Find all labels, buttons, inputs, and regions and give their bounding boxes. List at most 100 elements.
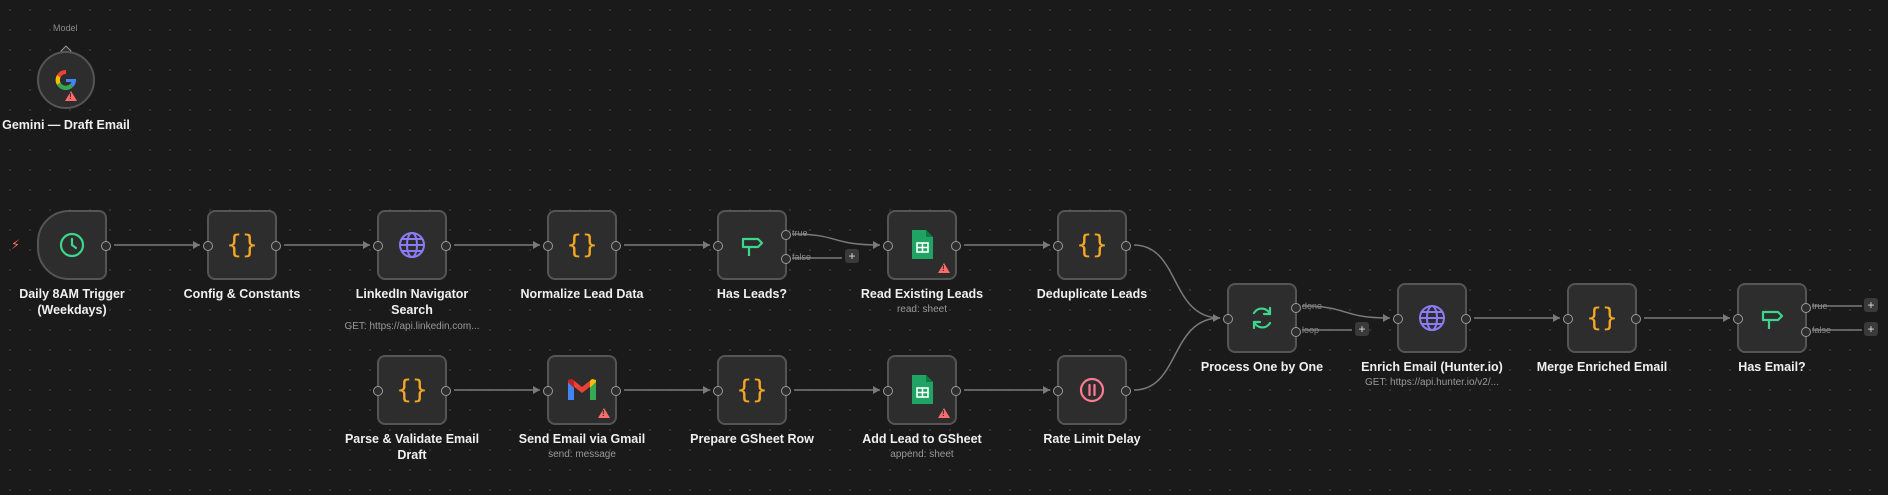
port-in[interactable] <box>373 386 383 396</box>
label-enrich: Enrich Email (Hunter.io) <box>1361 360 1503 374</box>
output-label-false: false <box>1812 325 1832 335</box>
node-add-lead[interactable] <box>883 355 961 425</box>
arrow-hasleads <box>703 241 710 249</box>
label-trigger: Daily 8AM Trigger (Weekdays) <box>19 287 125 317</box>
port-in[interactable] <box>1733 314 1743 324</box>
port-out-true[interactable]: true <box>781 228 808 240</box>
port-out[interactable] <box>1461 314 1471 324</box>
code-braces-icon: {} <box>1076 230 1108 260</box>
arrow-read <box>873 241 880 249</box>
port-out[interactable] <box>951 386 961 396</box>
sublabel-linkedin: GET: https://api.linkedin.com... <box>344 321 480 332</box>
arrow-enrich <box>1383 314 1390 322</box>
globe-icon <box>1419 305 1445 331</box>
port-in[interactable] <box>883 241 893 251</box>
code-braces-icon: {} <box>396 375 428 405</box>
pause-icon <box>1079 377 1105 403</box>
port-out[interactable] <box>781 386 791 396</box>
port-out[interactable] <box>271 241 281 251</box>
node-merge[interactable]: {} <box>1563 283 1641 353</box>
arrow-config <box>193 241 200 249</box>
label-dedupe: Deduplicate Leads <box>1036 287 1148 301</box>
port-in[interactable] <box>203 241 213 251</box>
port-out[interactable] <box>951 241 961 251</box>
sublabel-read-leads: read: sheet <box>896 304 948 315</box>
port-in[interactable] <box>1393 314 1403 324</box>
port-out-false[interactable]: false <box>781 252 811 264</box>
node-process[interactable]: done loop <box>1223 283 1322 353</box>
node-has-email[interactable]: true false <box>1733 283 1831 353</box>
edge-rate-process <box>1133 317 1221 391</box>
add-node-button[interactable]: + <box>1864 298 1878 312</box>
add-node-button[interactable]: + <box>845 249 859 263</box>
sublabel-enrich: GET: https://api.hunter.io/v2/... <box>1365 377 1499 388</box>
port-out[interactable] <box>1631 314 1641 324</box>
port-out[interactable] <box>1121 241 1131 251</box>
code-braces-icon: {} <box>566 230 598 260</box>
node-rate[interactable] <box>1053 355 1131 425</box>
port-in[interactable] <box>1563 314 1573 324</box>
port-out-done[interactable]: done <box>1291 301 1322 313</box>
label-merge: Merge Enriched Email <box>1536 360 1668 374</box>
globe-icon <box>399 232 425 258</box>
node-normalize[interactable]: {} <box>543 210 621 280</box>
code-braces-icon: {} <box>736 375 768 405</box>
loop-icon <box>1252 306 1272 330</box>
node-parse[interactable]: {} <box>373 355 451 425</box>
port-out-false[interactable]: false <box>1801 325 1831 337</box>
add-node-button[interactable]: + <box>1864 322 1878 336</box>
signpost-icon <box>741 237 764 256</box>
label-rate: Rate Limit Delay <box>1043 432 1141 446</box>
edge-dedupe-process <box>1133 244 1221 319</box>
output-label-loop: loop <box>1302 325 1320 335</box>
warning-icon <box>65 91 77 101</box>
port-in[interactable] <box>543 386 553 396</box>
label-normalize: Normalize Lead Data <box>520 287 644 301</box>
warning-icon <box>938 263 950 273</box>
port-out[interactable] <box>611 241 621 251</box>
warning-icon <box>598 408 610 418</box>
port-in[interactable] <box>1053 241 1063 251</box>
port-in[interactable] <box>1223 314 1233 324</box>
node-enrich[interactable] <box>1393 283 1471 353</box>
label-gmail: Send Email via Gmail <box>518 432 646 446</box>
port-out[interactable] <box>441 241 451 251</box>
port-out[interactable] <box>611 386 621 396</box>
sublabel-add-lead: append: sheet <box>890 449 954 460</box>
label-add-lead: Add Lead to GSheet <box>862 432 982 446</box>
node-trigger[interactable] <box>37 210 111 280</box>
port-in[interactable] <box>713 386 723 396</box>
label-read-leads: Read Existing Leads <box>860 287 984 301</box>
node-has-leads[interactable]: true false <box>713 210 811 280</box>
signpost-icon <box>1761 310 1784 329</box>
arrow-hasemail <box>1723 314 1730 322</box>
node-gmail[interactable] <box>543 355 621 425</box>
output-label-done: done <box>1302 301 1323 311</box>
google-sheets-icon <box>912 230 933 259</box>
port-out-loop[interactable]: loop <box>1291 325 1319 337</box>
port-in[interactable] <box>373 241 383 251</box>
node-read-leads[interactable] <box>883 210 961 280</box>
port-in[interactable] <box>883 386 893 396</box>
google-g-icon <box>55 69 77 91</box>
arrow-add <box>873 386 880 394</box>
port-out-true[interactable]: true <box>1801 301 1828 313</box>
label-parse: Parse & Validate Email Draft <box>344 432 480 462</box>
node-prepare[interactable]: {} <box>713 355 791 425</box>
gemini-model-node[interactable] <box>37 51 95 109</box>
port-in[interactable] <box>543 241 553 251</box>
arrow-prepare <box>703 386 710 394</box>
port-in[interactable] <box>713 241 723 251</box>
node-linkedin[interactable] <box>373 210 451 280</box>
model-label: Gemini — Draft Email <box>2 118 130 132</box>
arrow-merge <box>1553 314 1560 322</box>
port-out[interactable] <box>441 386 451 396</box>
port-in[interactable] <box>1053 386 1063 396</box>
node-config[interactable]: {} <box>203 210 281 280</box>
node-dedupe[interactable]: {} <box>1053 210 1131 280</box>
port-out[interactable] <box>1121 386 1131 396</box>
add-node-button[interactable]: + <box>1355 322 1369 336</box>
port-out[interactable] <box>101 241 111 251</box>
code-braces-icon: {} <box>1586 303 1618 333</box>
